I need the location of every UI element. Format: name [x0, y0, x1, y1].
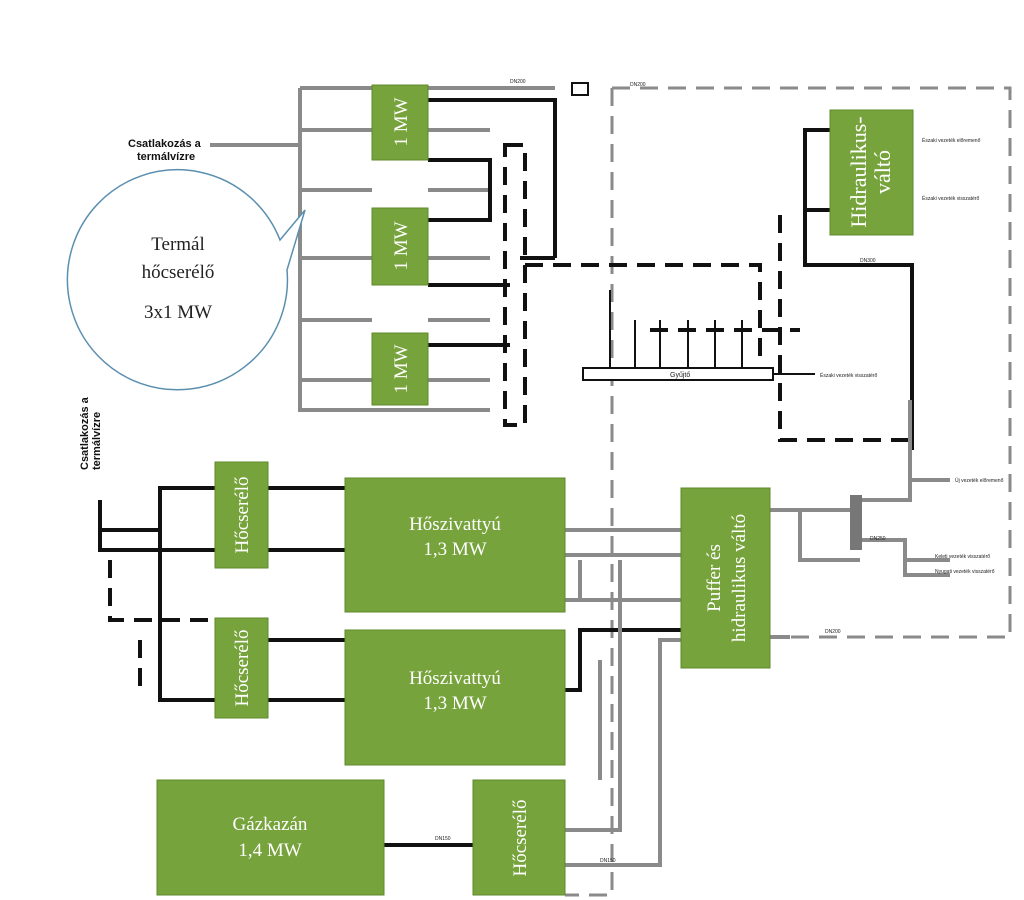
svg-text:1 MW: 1 MW [391, 97, 412, 146]
svg-text:Hőszivattyú: Hőszivattyú [409, 514, 501, 535]
svg-text:1,4 MW: 1,4 MW [238, 840, 301, 861]
svg-text:Puffer és: Puffer és [704, 544, 725, 612]
lower-dashed-pipes [108, 560, 215, 690]
connection-label-top-2: termálvízre [137, 151, 195, 163]
connection-label-left-1: Csatlakozás a [79, 396, 91, 470]
lower-black-pipes [98, 486, 681, 847]
distributor-dashed [503, 143, 910, 442]
callout-bubble [66, 169, 306, 391]
outlet-label-4: Keleti vezeték visszatérő [935, 554, 990, 560]
hydraulic-switch: Hidraulikus- váltó [829, 109, 914, 236]
outer-dashed-return-pipe [565, 86, 1012, 897]
thermal-hx-1: 1 MW [371, 84, 429, 161]
collector-branches [609, 290, 815, 375]
lower-gray-pipes [565, 400, 950, 867]
outlet-label-1: Északi vezeték visszatérő [922, 195, 979, 202]
svg-text:Hőcserélő: Hőcserélő [232, 629, 253, 706]
pipe-label-dn150-b: DN150 [600, 858, 616, 864]
pipe-label-dn200-c: DN200 [825, 629, 841, 635]
svg-text:váltó: váltó [870, 150, 895, 194]
connection-label-left-2: termálvízre [91, 412, 103, 470]
heat-exchanger-2: Hőcserélő [214, 617, 269, 719]
collector-label: Gyűjtő [670, 372, 690, 379]
svg-text:1,3 MW: 1,3 MW [423, 539, 486, 560]
callout-line1: Termál [151, 234, 205, 255]
svg-text:1,3 MW: 1,3 MW [423, 693, 486, 714]
svg-text:hidraulikus váltó: hidraulikus váltó [729, 514, 750, 642]
pipe-label-dn300: DN300 [860, 258, 876, 264]
svg-text:Gázkazán: Gázkazán [233, 814, 308, 835]
svg-text:Hőcserélő: Hőcserélő [510, 799, 531, 876]
pipe-label-dn200-b: DN200 [630, 82, 646, 88]
callout-line2: hőcserélő [142, 262, 215, 283]
svg-text:Hidraulikus-: Hidraulikus- [846, 116, 871, 227]
pipe-label-dn200-a: DN200 [510, 79, 526, 85]
heat-exchanger-1: Hőcserélő [214, 461, 269, 569]
svg-text:Hőcserélő: Hőcserélő [232, 476, 253, 553]
connection-label-top-1: Csatlakozás a [128, 138, 202, 150]
outlet-label-2: Északi vezeték visszatérő [820, 372, 877, 379]
svg-text:1 MW: 1 MW [391, 344, 412, 393]
thermal-hx-2: 1 MW [371, 207, 429, 286]
gas-boiler: Gázkazán 1,4 MW [156, 779, 385, 896]
heat-pump-2: Hőszivattyú 1,3 MW [344, 629, 566, 766]
outlet-label-3: Új vezeték előremenő [955, 477, 1004, 484]
pipe-label-dn250: DN250 [870, 536, 886, 542]
heat-pump-1: Hőszivattyú 1,3 MW [344, 477, 566, 613]
thermal-black-pipes [428, 98, 557, 347]
outlet-label-5: Nyugati vezeték visszatérő [935, 569, 995, 575]
outlet-label-0: Északi vezeték előremenő [922, 137, 981, 144]
callout-line3: 3x1 MW [144, 302, 212, 323]
pipe-label-dn150-a: DN150 [435, 836, 451, 842]
thermal-hx-3: 1 MW [371, 332, 429, 406]
buffer-tank: Puffer és hidraulikus váltó [680, 487, 771, 669]
manifold [850, 495, 862, 550]
hydraulic-switch-pipes [803, 128, 914, 450]
heat-exchanger-3: Hőcserélő [472, 779, 566, 896]
svg-text:1 MW: 1 MW [391, 221, 412, 270]
filter-icon [571, 82, 589, 96]
svg-text:Hőszivattyú: Hőszivattyú [409, 668, 501, 689]
